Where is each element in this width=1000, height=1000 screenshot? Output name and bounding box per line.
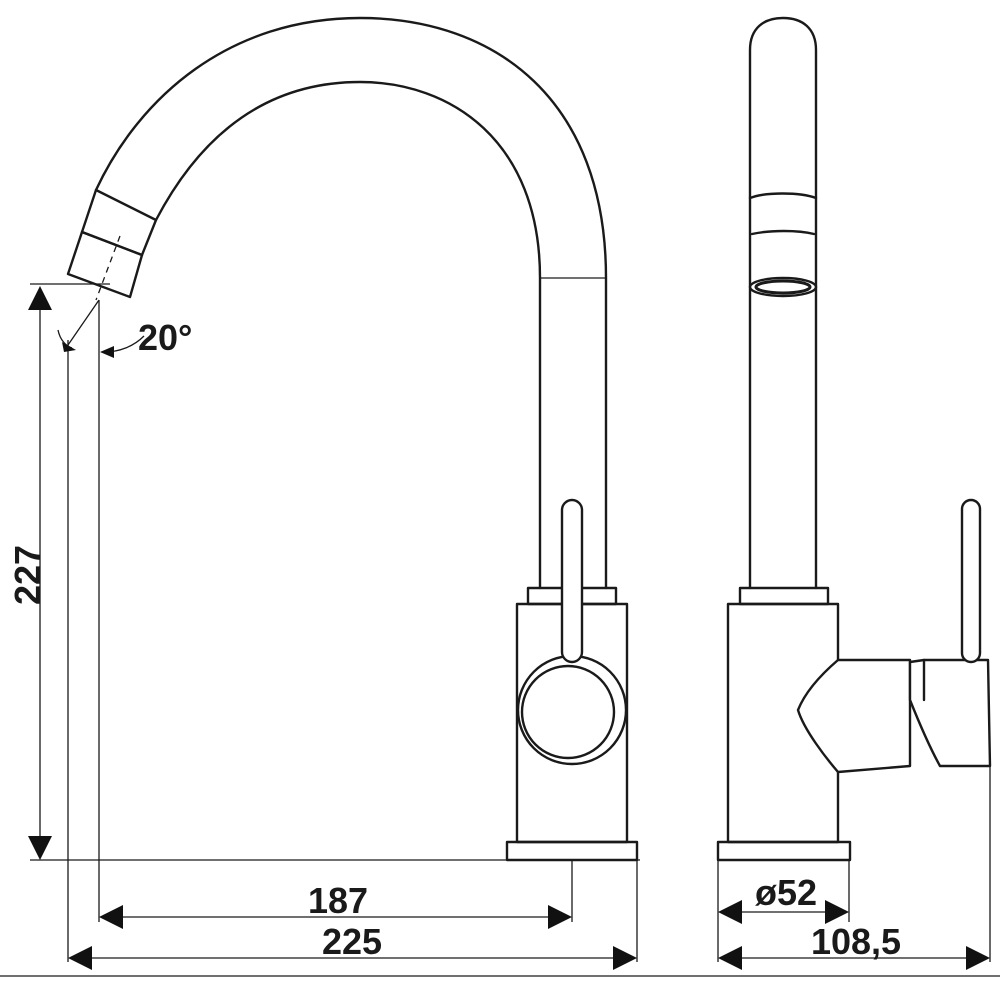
height-arrow-bottom xyxy=(28,836,52,860)
angle-label: 20° xyxy=(138,317,192,358)
height-label: 227 xyxy=(7,545,48,605)
front-spout xyxy=(66,16,608,590)
height-dimension: 227 xyxy=(7,286,52,860)
diameter-dimension: ø52 xyxy=(718,872,849,924)
angle-dimension: 20° xyxy=(57,317,192,358)
angle-arrow-right xyxy=(100,346,114,358)
front-extension-lines xyxy=(30,283,640,962)
side-body xyxy=(716,498,992,862)
side-view: ø52 108,5 xyxy=(716,16,992,970)
front-view: 20° 227 187 225 xyxy=(7,16,640,970)
reach-arrow-right xyxy=(548,905,572,929)
side-spout xyxy=(748,16,818,590)
width-arrow-right xyxy=(613,946,637,970)
front-body xyxy=(505,498,639,862)
depth-arrow-right xyxy=(966,946,990,970)
reach-label: 187 xyxy=(308,880,368,921)
reach-dimension: 187 xyxy=(99,880,572,929)
depth-dimension: 108,5 xyxy=(718,921,990,970)
angle-arrow-left xyxy=(62,342,76,352)
diameter-arrow-left xyxy=(718,900,742,924)
height-arrow-top xyxy=(28,286,52,310)
depth-arrow-left xyxy=(718,946,742,970)
width-arrow-left xyxy=(68,946,92,970)
width-dimension: 225 xyxy=(68,921,637,970)
width-label: 225 xyxy=(322,921,382,962)
side-extension-lines xyxy=(717,766,991,962)
diameter-arrow-right xyxy=(825,900,849,924)
diameter-label: ø52 xyxy=(755,872,817,913)
reach-arrow-left xyxy=(99,905,123,929)
depth-label: 108,5 xyxy=(811,921,901,962)
